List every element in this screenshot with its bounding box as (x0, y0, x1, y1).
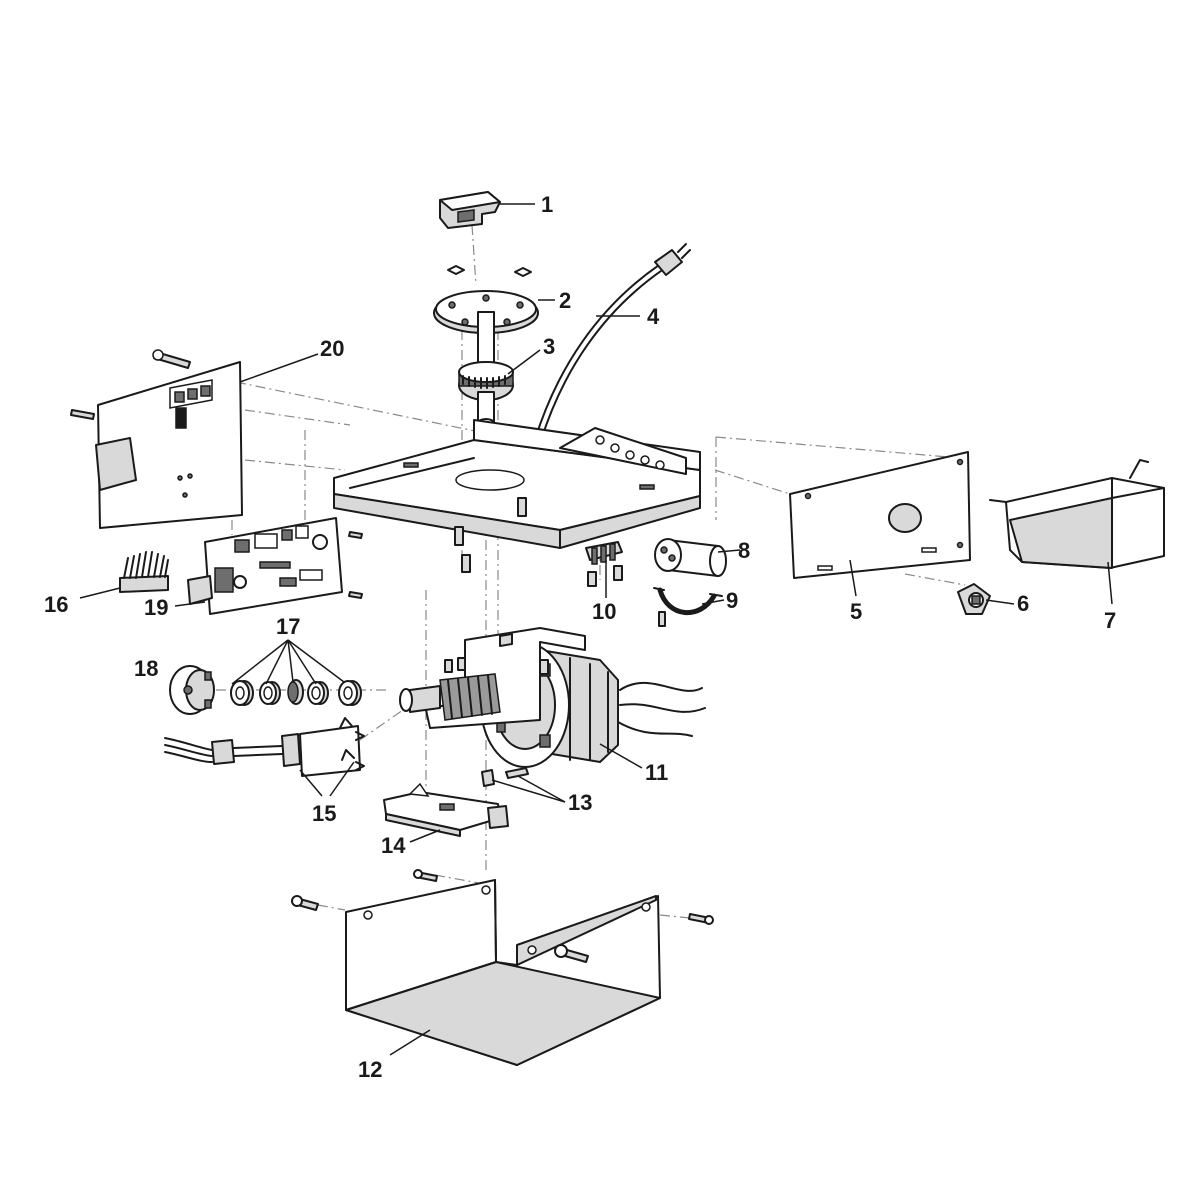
part-6-limit-knob (957, 583, 991, 615)
callout-19: 19 (144, 595, 168, 620)
part-8-capacitor (654, 538, 727, 577)
part-12-bottom-cover (345, 879, 661, 1066)
callout-4: 4 (647, 304, 660, 329)
callout-8: 8 (738, 538, 750, 563)
callout-18: 18 (134, 656, 158, 681)
part-1-ceiling-bracket (439, 191, 501, 229)
part-13-hardware (481, 767, 529, 787)
callout-17: 17 (276, 614, 300, 639)
callout-2: 2 (559, 288, 571, 313)
part-5-end-panel (789, 451, 971, 579)
callout-14: 14 (381, 833, 406, 858)
part-10-terminal-block (585, 541, 623, 587)
callout-15: 15 (312, 801, 336, 826)
part-7-end-cover (989, 459, 1165, 569)
callout-11: 11 (645, 760, 668, 785)
part-15-limit-switch (164, 717, 365, 777)
callout-3: 3 (543, 334, 555, 359)
chassis-frame (333, 419, 701, 549)
callout-7: 7 (1104, 608, 1116, 633)
chassis-screws (454, 497, 527, 573)
callout-1: 1 (541, 192, 553, 217)
part-17-bushings (230, 679, 362, 706)
callout-9: 9 (726, 588, 738, 613)
callout-labels: 1 2 3 4 5 6 7 8 9 10 11 12 13 14 15 16 1… (44, 192, 1116, 1082)
motor-bracket-worm (399, 627, 586, 729)
callout-16: 16 (44, 592, 68, 617)
part-14-switch-bracket (383, 782, 509, 837)
part-19-logic-board (187, 517, 363, 615)
part-20-logic-board-cover (70, 349, 243, 529)
part-16-wire-harness (119, 551, 169, 593)
part-18-limit-gear (169, 665, 215, 715)
callout-5: 5 (850, 599, 862, 624)
leader-lines (79, 203, 1113, 1056)
callout-10: 10 (592, 599, 616, 624)
part-9-capacitor-strap (653, 587, 723, 627)
callout-12: 12 (358, 1057, 382, 1082)
callout-6: 6 (1017, 591, 1029, 616)
callout-20: 20 (320, 336, 344, 361)
cover-screws (291, 869, 714, 963)
callout-13: 13 (568, 790, 592, 815)
